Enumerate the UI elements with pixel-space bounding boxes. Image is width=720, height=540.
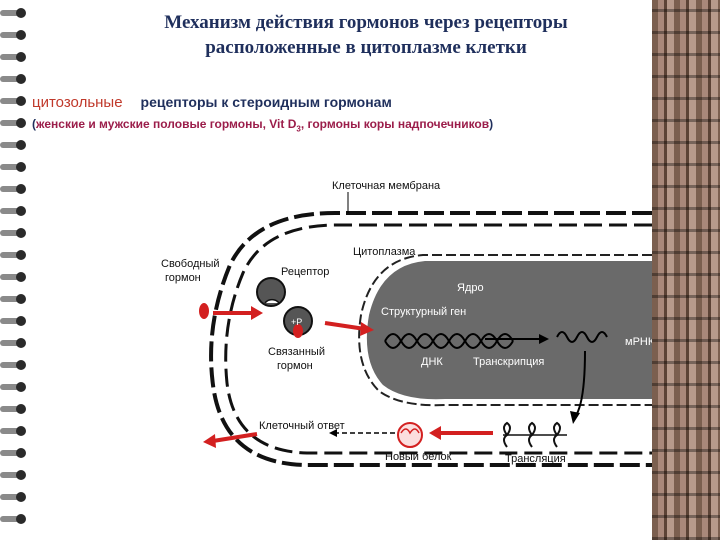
- subtitle: цитозольные рецепторы к стероидным гормон…: [32, 94, 392, 111]
- examples-subscript: 3: [296, 124, 301, 134]
- slide-title: Механизм действия гормонов через рецепто…: [96, 10, 636, 60]
- nucleus-shape: [366, 261, 652, 400]
- bound-hormone: [293, 324, 303, 338]
- new-protein-loops: [400, 428, 420, 435]
- label-translation: Трансляция: [505, 453, 566, 465]
- label-cytoplasm: Цитоплазма: [353, 246, 416, 258]
- label-free-hormone-2: гормон: [165, 272, 201, 284]
- ribosome-1: [503, 421, 511, 448]
- label-mrna: мРНК: [625, 336, 652, 348]
- arrow-mrna-down-head: [570, 411, 580, 424]
- cell-membrane-inner: [224, 223, 652, 455]
- label-nucleus: Ядро: [457, 282, 484, 294]
- mrna-strand: [556, 331, 608, 343]
- label-cell-response: Клеточный ответ: [259, 420, 345, 432]
- label-bound-hormone-1: Связанный: [268, 346, 325, 358]
- title-line-1: Механизм действия гормонов через рецепто…: [164, 12, 568, 33]
- arrow-response-out-head: [203, 434, 216, 448]
- ribosome-3: [553, 421, 561, 448]
- dna-strand-2: [384, 333, 514, 349]
- hormone-examples: (женские и мужские половые гормоны, Vit …: [32, 117, 493, 133]
- free-hormone: [199, 303, 209, 319]
- label-cell-membrane: Клеточная мембрана: [332, 180, 441, 192]
- cell-membrane-outer: [209, 211, 652, 467]
- label-receptor: Рецептор: [281, 266, 329, 278]
- label-new-protein: Новый белок: [385, 451, 452, 463]
- arrow-to-nucleus: [324, 321, 366, 331]
- label-bound-symbol: +P: [291, 317, 302, 327]
- new-protein-shape: [397, 422, 423, 448]
- close-paren: ): [489, 117, 494, 131]
- arrow-hormone-entry-head: [251, 306, 263, 320]
- subtitle-keyword: цитозольные: [32, 94, 123, 111]
- arrow-to-nucleus-head: [360, 322, 374, 336]
- arrow-to-protein-head: [429, 426, 441, 440]
- title-line-2: расположенные в цитоплазме клетки: [205, 37, 527, 58]
- receptor-pocket: [264, 298, 280, 304]
- label-structural-gene: Структурный ген: [381, 306, 466, 318]
- label-dna: ДНК: [421, 356, 443, 368]
- nucleus-envelope: [358, 254, 652, 407]
- arrow-transcription-head: [539, 334, 549, 344]
- ribosome-2: [528, 421, 536, 448]
- label-transcription: Транскрипция: [473, 356, 544, 368]
- open-paren: (: [32, 117, 36, 131]
- examples-text-b: , гормоны коры надпочечников: [300, 117, 490, 131]
- label-free-hormone-1: Свободный: [161, 258, 220, 270]
- label-bound-hormone-2: гормон: [277, 360, 313, 372]
- arrow-response-out: [212, 432, 258, 443]
- arrow-cell-response-head: [329, 429, 337, 437]
- hormone-mechanism-diagram: Клеточная мембрана Цитоплазма Свободный …: [161, 180, 652, 467]
- spiral-binding: [0, 0, 30, 540]
- ornamental-border: [652, 0, 720, 540]
- examples-text-a: женские и мужские половые гормоны, Vit D: [36, 117, 297, 131]
- subtitle-text: рецепторы к стероидным гормонам: [140, 94, 392, 110]
- receptor-shape: [256, 277, 286, 307]
